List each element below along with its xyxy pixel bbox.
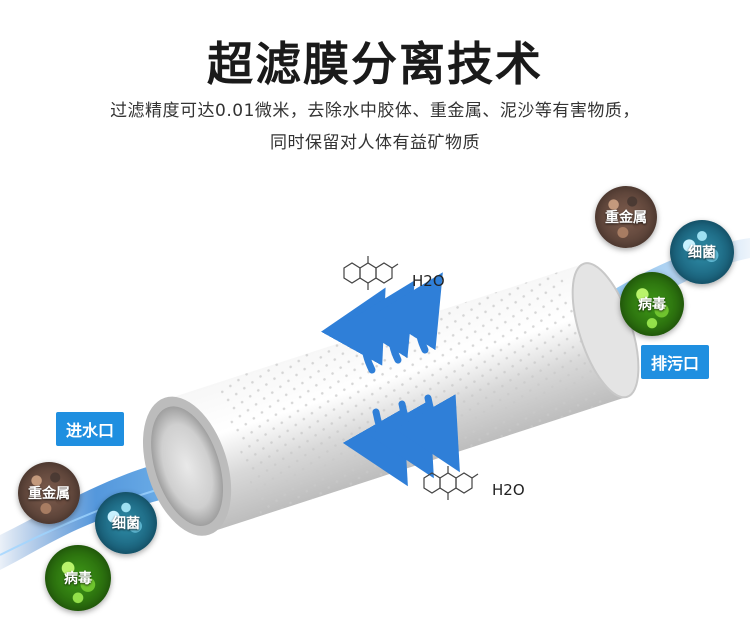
inlet-label: 进水口 [56, 412, 125, 446]
heavy-metal-label-right: 重金属 [605, 210, 647, 226]
outlet-label: 排污口 [641, 345, 710, 379]
molecule-top-icon [343, 256, 399, 290]
heavy-metal-label-left: 重金属 [28, 486, 70, 502]
virus-label-right: 病毒 [638, 297, 666, 313]
subtitle-line-2: 同时保留对人体有益矿物质 [270, 133, 480, 153]
bacteria-label-right: 细菌 [688, 245, 716, 261]
heavy-metal-icon-right: 重金属 [595, 186, 657, 248]
h2o-label-top: H2O [412, 272, 445, 290]
bacteria-icon-left: 细菌 [95, 492, 157, 554]
virus-icon-right: 病毒 [620, 272, 684, 336]
bacteria-label-left: 细菌 [112, 516, 140, 532]
filter-tube [142, 262, 640, 536]
page-title: 超滤膜分离技术 [207, 37, 543, 91]
subtitle-line-1: 过滤精度可达0.01微米，去除水中胶体、重金属、泥沙等有害物质， [110, 101, 640, 121]
virus-icon-left: 病毒 [45, 545, 111, 611]
upward-arrows [321, 272, 443, 374]
virus-label-left: 病毒 [64, 571, 92, 587]
h2o-label-bottom: H2O [492, 481, 525, 499]
downward-arrows [342, 394, 460, 487]
molecule-bottom-icon [423, 466, 479, 500]
bacteria-icon-right: 细菌 [670, 220, 734, 284]
heavy-metal-icon-left: 重金属 [18, 462, 80, 524]
